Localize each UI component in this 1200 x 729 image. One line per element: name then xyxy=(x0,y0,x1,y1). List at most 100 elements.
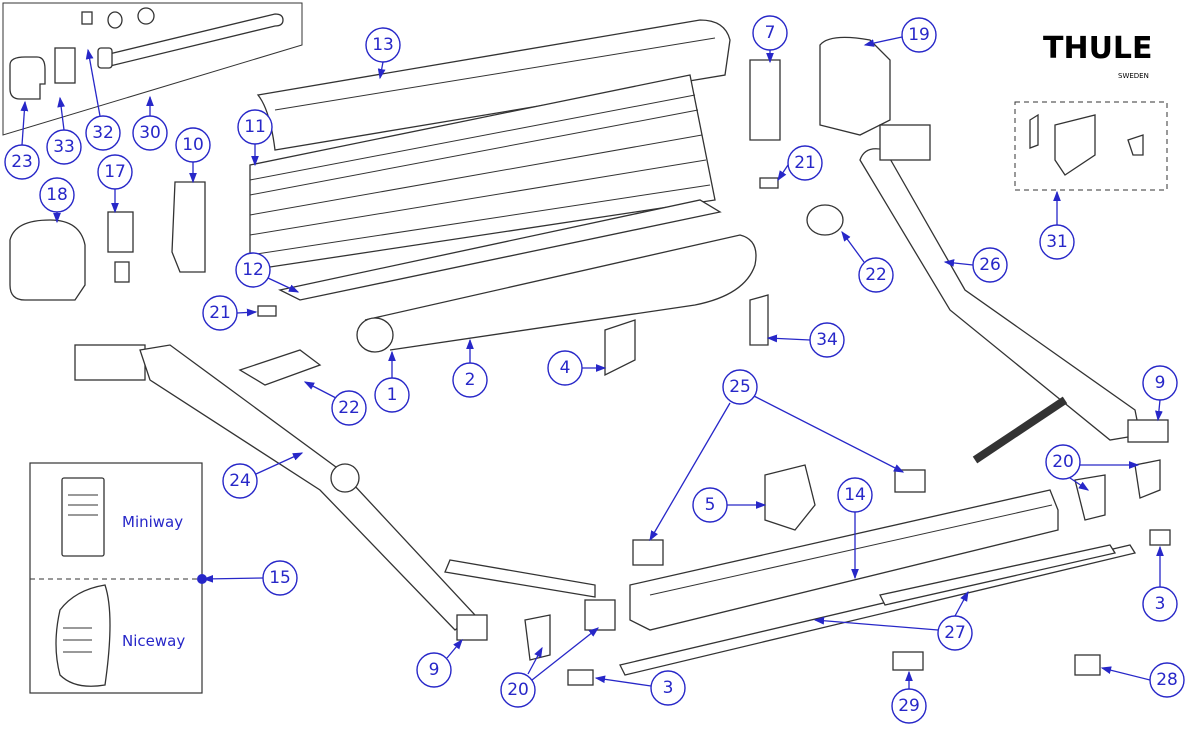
callout-22b: 22 xyxy=(858,257,894,293)
nut-part xyxy=(107,11,123,29)
callout-22a: 22 xyxy=(331,390,367,426)
svg-text:SWEDEN: SWEDEN xyxy=(1118,72,1149,80)
callout-3b: 3 xyxy=(650,670,686,706)
callout-31: 31 xyxy=(1039,224,1075,260)
end-cap-19-part xyxy=(819,36,891,136)
callout-29: 29 xyxy=(891,688,927,724)
callout-17: 17 xyxy=(97,154,133,190)
svg-text:5: 5 xyxy=(705,495,716,515)
callout-circles: 13 7 19 11 10 17 18 23 33 32 30 12 21 21… xyxy=(4,15,1185,724)
callout-15: 15 xyxy=(262,560,298,596)
svg-text:3: 3 xyxy=(1155,594,1166,614)
svg-text:11: 11 xyxy=(244,117,266,137)
accessory-inset-box xyxy=(2,2,303,136)
spring-22-part xyxy=(238,349,322,386)
fabric-part xyxy=(364,234,757,351)
callout-20a: 20 xyxy=(1045,444,1081,480)
svg-text:28: 28 xyxy=(1156,670,1178,690)
svg-text:4: 4 xyxy=(560,358,571,378)
svg-text:18: 18 xyxy=(46,185,68,205)
svg-text:1: 1 xyxy=(387,385,398,405)
bracket-17-part xyxy=(107,211,134,253)
motor-gear-part xyxy=(54,47,76,84)
callout-24: 24 xyxy=(222,463,258,499)
callout-1: 1 xyxy=(374,377,410,413)
svg-text:20: 20 xyxy=(1052,452,1074,472)
svg-text:12: 12 xyxy=(242,260,264,280)
parts-kit-box xyxy=(1014,101,1168,191)
thule-logo: THULE SWEDEN xyxy=(1043,31,1153,80)
svg-text:22: 22 xyxy=(865,265,887,285)
cassette-cover-part xyxy=(256,19,731,151)
callout-11: 11 xyxy=(237,109,273,145)
remote-controls-box: Miniway Niceway xyxy=(29,462,207,694)
miniway-label: Miniway xyxy=(122,513,183,531)
svg-text:29: 29 xyxy=(898,696,920,716)
callout-9a: 9 xyxy=(1142,365,1178,401)
svg-text:9: 9 xyxy=(429,660,440,680)
callout-33: 33 xyxy=(46,129,82,165)
svg-text:21: 21 xyxy=(209,303,231,323)
svg-text:17: 17 xyxy=(104,162,126,182)
callout-32: 32 xyxy=(85,115,121,151)
callout-28: 28 xyxy=(1149,662,1185,698)
gear-unit-10-part xyxy=(171,181,206,273)
svg-text:15: 15 xyxy=(269,568,291,588)
cassette-profile-part xyxy=(249,74,716,271)
plug-part xyxy=(81,11,93,25)
svg-text:3: 3 xyxy=(663,678,674,698)
callout-21a: 21 xyxy=(202,295,238,331)
svg-text:27: 27 xyxy=(944,623,966,643)
callout-34: 34 xyxy=(809,322,845,358)
right-arm-part xyxy=(859,148,1141,441)
bracket-34-part xyxy=(749,294,769,346)
callout-18: 18 xyxy=(39,177,75,213)
bracket-4-part xyxy=(604,319,636,377)
svg-text:23: 23 xyxy=(11,152,33,172)
callout-27: 27 xyxy=(937,615,973,651)
miniway-remote-icon xyxy=(61,477,105,557)
motor-tube-part xyxy=(104,13,284,67)
callout-10: 10 xyxy=(175,127,211,163)
svg-text:20: 20 xyxy=(507,680,529,700)
front-bar-part xyxy=(629,489,1059,631)
callout-7: 7 xyxy=(752,15,788,51)
svg-text:30: 30 xyxy=(139,123,161,143)
callout-5: 5 xyxy=(692,487,728,523)
callout-2: 2 xyxy=(452,362,488,398)
svg-text:22: 22 xyxy=(338,398,360,418)
svg-text:9: 9 xyxy=(1155,373,1166,393)
callout-30: 30 xyxy=(132,115,168,151)
callout-14: 14 xyxy=(837,477,873,513)
callout-3a: 3 xyxy=(1142,586,1178,622)
svg-text:19: 19 xyxy=(908,25,930,45)
gear-unit-7-part xyxy=(749,59,781,141)
svg-text:26: 26 xyxy=(979,255,1001,275)
ring-part xyxy=(137,7,155,25)
roller-tube-part xyxy=(356,317,394,353)
end-cap-left-part xyxy=(9,219,86,301)
callout-19: 19 xyxy=(901,17,937,53)
niceway-label: Niceway xyxy=(122,632,185,650)
svg-text:33: 33 xyxy=(53,137,75,157)
svg-text:25: 25 xyxy=(729,377,751,397)
svg-text:10: 10 xyxy=(182,135,204,155)
callout-13: 13 xyxy=(365,27,401,63)
callout-20b: 20 xyxy=(500,672,536,708)
svg-text:THULE: THULE xyxy=(1043,31,1153,66)
spring-22b-part xyxy=(806,204,844,236)
callout-12: 12 xyxy=(235,252,271,288)
callout-23: 23 xyxy=(4,144,40,180)
svg-text:14: 14 xyxy=(844,485,866,505)
callout-9b: 9 xyxy=(416,652,452,688)
lead-strip-part xyxy=(278,199,722,301)
svg-text:2: 2 xyxy=(465,370,476,390)
svg-text:13: 13 xyxy=(372,35,394,55)
svg-text:32: 32 xyxy=(92,123,114,143)
callout-25: 25 xyxy=(722,369,758,405)
svg-text:31: 31 xyxy=(1046,232,1068,252)
svg-text:21: 21 xyxy=(794,153,816,173)
end-cap-part xyxy=(9,56,46,100)
left-arm-mount-part xyxy=(74,344,146,381)
